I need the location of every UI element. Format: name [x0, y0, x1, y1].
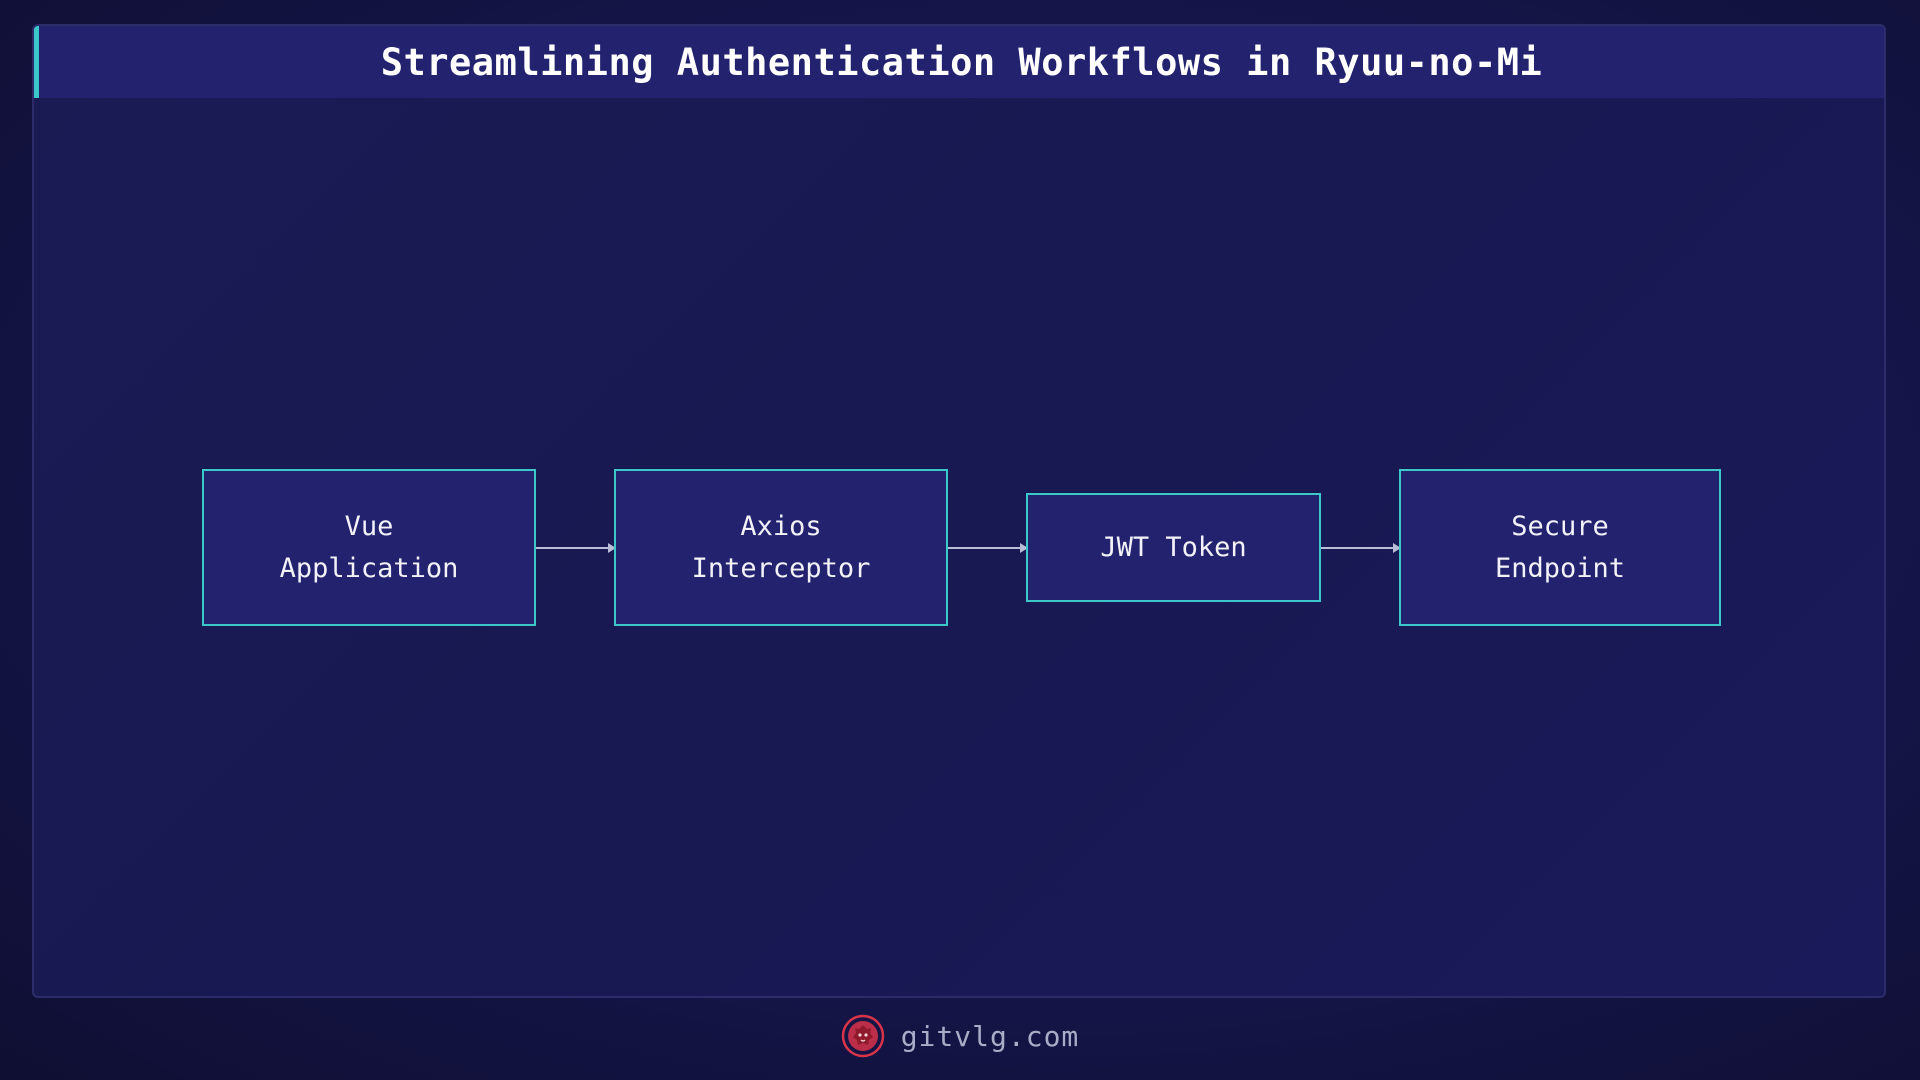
diagram-card: Streamlining Authentication Workflows in… [32, 24, 1886, 998]
lion-logo-icon [841, 1014, 884, 1058]
arrow-jwt-to-endpoint [1321, 543, 1401, 553]
title-bar: Streamlining Authentication Workflows in… [34, 26, 1884, 98]
node-label-line1: JWT Token [1100, 531, 1247, 563]
page-title: Streamlining Authentication Workflows in… [380, 40, 1543, 84]
arrow-axios-to-jwt [948, 543, 1028, 553]
node-label-line2: Application [279, 552, 459, 584]
footer: gitvlg.com [0, 1008, 1920, 1064]
arrow-vue-to-axios [536, 543, 616, 553]
node-label-line2: Endpoint [1494, 552, 1626, 584]
node-jwt-token: JWT Token [1026, 493, 1321, 602]
footer-site-link[interactable]: gitvlg.com [900, 1019, 1080, 1053]
node-secure-endpoint: Secure Endpoint [1399, 469, 1721, 626]
node-vue-application: Vue Application [202, 469, 536, 626]
node-label-line2: Interceptor [691, 552, 871, 584]
node-label-line1: Axios [740, 510, 822, 542]
flow-diagram: Vue Application Axios Interceptor JWT To… [34, 26, 1884, 996]
node-label-line1: Vue [344, 510, 394, 542]
node-axios-interceptor: Axios Interceptor [614, 469, 948, 626]
node-label-line1: Secure [1511, 510, 1609, 542]
